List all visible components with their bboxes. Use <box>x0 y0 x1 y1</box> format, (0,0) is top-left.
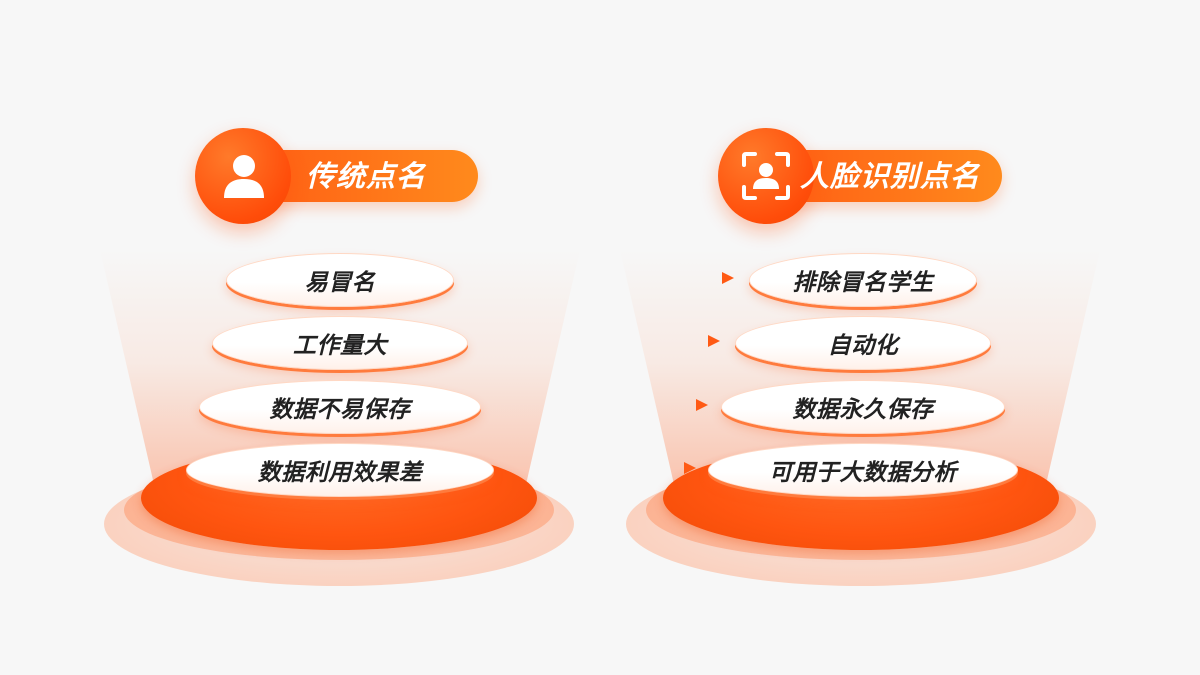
left-item-2: 工作量大 <box>212 316 468 370</box>
right-item-4: 可用于大数据分析 <box>708 443 1018 497</box>
right-item-4-label: 可用于大数据分析 <box>769 460 957 486</box>
left-item-3-label: 数据不易保存 <box>269 397 411 423</box>
face-scan-icon <box>742 152 790 200</box>
left-item-3: 数据不易保存 <box>199 380 481 434</box>
arrow-2 <box>485 335 720 347</box>
right-header-title: 人脸识别点名 <box>800 159 981 193</box>
left-item-2-label: 工作量大 <box>293 333 387 359</box>
arrow-1 <box>470 272 734 284</box>
right-item-2: 自动化 <box>735 316 991 370</box>
person-icon <box>224 155 264 198</box>
right-item-3-label: 数据永久保存 <box>792 397 934 423</box>
right-item-1: 排除冒名学生 <box>749 253 977 307</box>
arrow-3 <box>500 399 708 411</box>
left-item-4: 数据利用效果差 <box>186 443 494 497</box>
left-item-1: 易冒名 <box>226 253 454 307</box>
right-item-3: 数据永久保存 <box>721 380 1005 434</box>
left-item-1-label: 易冒名 <box>304 270 376 296</box>
left-header-title: 传统点名 <box>306 159 427 193</box>
right-item-1-label: 排除冒名学生 <box>792 270 934 296</box>
arrow-4 <box>515 462 696 474</box>
right-item-2-label: 自动化 <box>827 333 899 359</box>
left-item-4-label: 数据利用效果差 <box>257 460 423 486</box>
